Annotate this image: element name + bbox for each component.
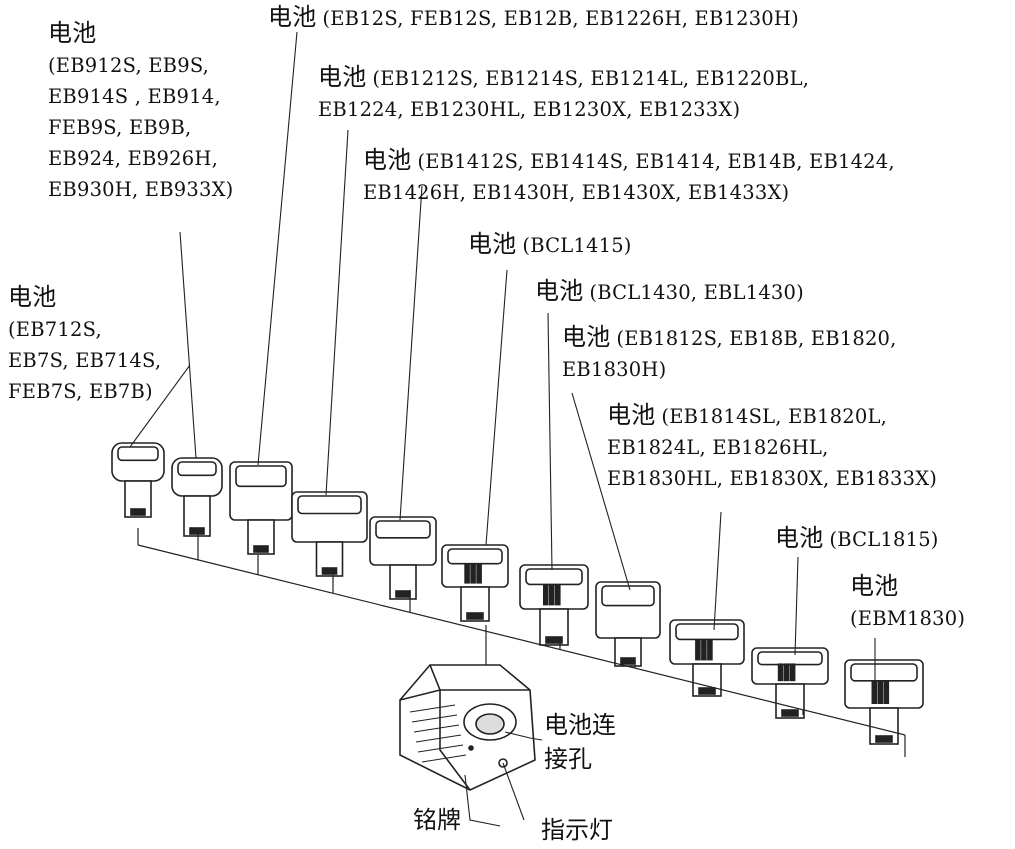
label-heading: 电池 — [48, 19, 97, 47]
label-heading: 电池 — [607, 401, 656, 429]
label-line: (EBM1830) — [850, 607, 966, 630]
label-line: (BCL1415) — [522, 234, 632, 257]
label-heading: 电池 — [775, 524, 824, 552]
label-line: (EB1812S, EB18B, EB1820, — [616, 327, 897, 350]
battery-label-eb712s: 电池 (EB712S, EB7S, EB714S, FEB7S, EB7B) — [8, 282, 161, 407]
battery-illustration — [291, 491, 368, 577]
label-heading: 电池 — [363, 146, 412, 174]
label-line: EB924, EB926H, — [48, 147, 218, 170]
label-line: (EB912S, EB9S, — [48, 54, 210, 77]
battery-label-eb1212s: 电池(EB1212S, EB1214S, EB1214L, EB1220BL, … — [318, 62, 809, 125]
nameplate-label: 铭牌 — [413, 806, 461, 834]
label-line: FEB7S, EB7B) — [8, 380, 153, 403]
charger-illustration — [399, 664, 536, 791]
label-line: EB1824L, EB1826HL, — [607, 436, 829, 459]
battery-label-ebm1830: 电池 (EBM1830) — [850, 571, 965, 634]
label-line: (EB1212S, EB1214S, EB1214L, EB1220BL, — [372, 67, 810, 90]
indicator-label: 指示灯 — [541, 816, 613, 844]
label-heading: 电池 — [535, 277, 584, 305]
battery-illustration — [519, 564, 589, 646]
battery-illustration — [171, 457, 223, 537]
battery-illustration — [111, 442, 165, 518]
battery-illustrations — [111, 442, 924, 745]
label-line: EB1224, EB1230HL, EB1230X, EB1233X) — [318, 98, 741, 121]
battery-label-eb1412s: 电池(EB1412S, EB1414S, EB1414, EB14B, EB14… — [363, 145, 895, 208]
leader-lines — [129, 31, 876, 680]
battery-illustration — [595, 581, 661, 667]
label-line: EB914S , EB914, — [48, 85, 221, 108]
label-line: EB1830H) — [562, 358, 667, 381]
charger-leader-lines — [464, 731, 543, 827]
battery-port-label: 电池连 接孔 — [544, 711, 616, 773]
label-line: EB7S, EB714S, — [8, 349, 162, 372]
label-heading: 电池 — [850, 572, 899, 600]
label-line: (BCL1430, EBL1430) — [589, 281, 804, 304]
label-line: EB930H, EB933X) — [48, 178, 234, 201]
label-line: (EB1814SL, EB1820L, — [661, 405, 888, 428]
label-heading: 电池 — [562, 323, 611, 351]
battery-label-eb1812s: 电池(EB1812S, EB18B, EB1820, EB1830H) — [562, 322, 897, 385]
battery-label-eb912s: 电池 (EB912S, EB9S, EB914S , EB914, FEB9S,… — [48, 18, 233, 205]
label-heading: 电池 — [268, 3, 317, 31]
battery-illustration — [369, 516, 437, 600]
battery-label-bcl1815: 电池(BCL1815) — [775, 523, 939, 555]
label-heading: 电池 — [8, 283, 57, 311]
battery-illustration — [229, 461, 293, 555]
battery-illustration — [844, 659, 924, 745]
label-heading: 电池 — [318, 63, 367, 91]
label-line: (BCL1815) — [829, 528, 939, 551]
label-line: EB1830HL, EB1830X, EB1833X) — [607, 467, 938, 490]
battery-label-eb12s: 电池(EB12S, FEB12S, EB12B, EB1226H, EB1230… — [268, 2, 799, 34]
label-line: (EB1412S, EB1414S, EB1414, EB14B, EB1424… — [417, 150, 895, 173]
battery-label-bcl1415: 电池(BCL1415) — [468, 229, 632, 261]
battery-label-bcl1430: 电池(BCL1430, EBL1430) — [535, 276, 804, 308]
battery-label-eb1814sl: 电池(EB1814SL, EB1820L, EB1824L, EB1826HL,… — [607, 400, 937, 494]
label-line: FEB9S, EB9B, — [48, 116, 192, 139]
battery-illustration — [751, 647, 829, 719]
label-heading: 电池 — [468, 230, 517, 258]
label-line: (EB12S, FEB12S, EB12B, EB1226H, EB1230H) — [322, 7, 799, 30]
battery-illustration — [669, 619, 745, 697]
battery-illustration — [441, 544, 509, 622]
label-line: (EB712S, — [8, 318, 102, 341]
label-line: EB1426H, EB1430H, EB1430X, EB1433X) — [363, 181, 790, 204]
